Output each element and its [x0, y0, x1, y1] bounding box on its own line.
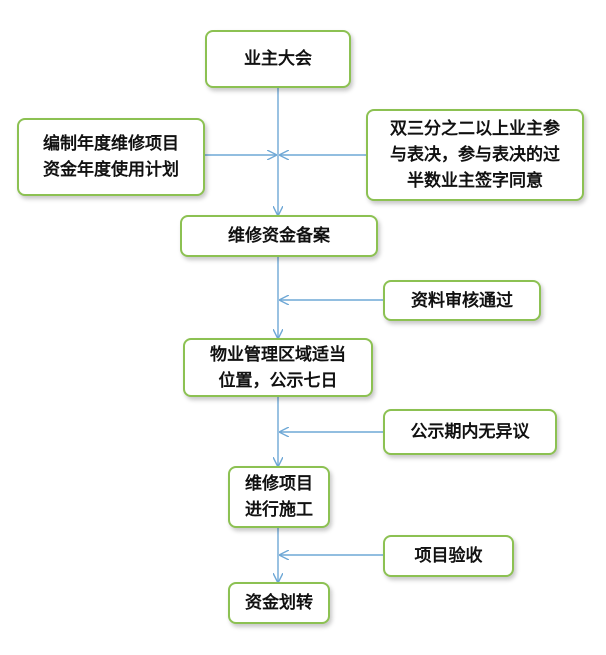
node-fund-transfer: 资金划转 — [228, 582, 330, 624]
node-public-notice: 物业管理区域适当 位置，公示七日 — [183, 338, 373, 397]
node-acceptance: 项目验收 — [383, 535, 514, 577]
node-fund-filing: 维修资金备案 — [180, 215, 378, 257]
node-no-objection: 公示期内无异议 — [383, 409, 557, 455]
node-construction: 维修项目 进行施工 — [228, 466, 330, 528]
node-review-passed: 资料审核通过 — [383, 280, 541, 321]
node-owners-meeting: 业主大会 — [205, 30, 351, 88]
node-vote-condition: 双三分之二以上业主参 与表决，参与表决的过 半数业主签字同意 — [366, 109, 584, 201]
node-annual-plan: 编制年度维修项目 资金年度使用计划 — [17, 118, 205, 196]
